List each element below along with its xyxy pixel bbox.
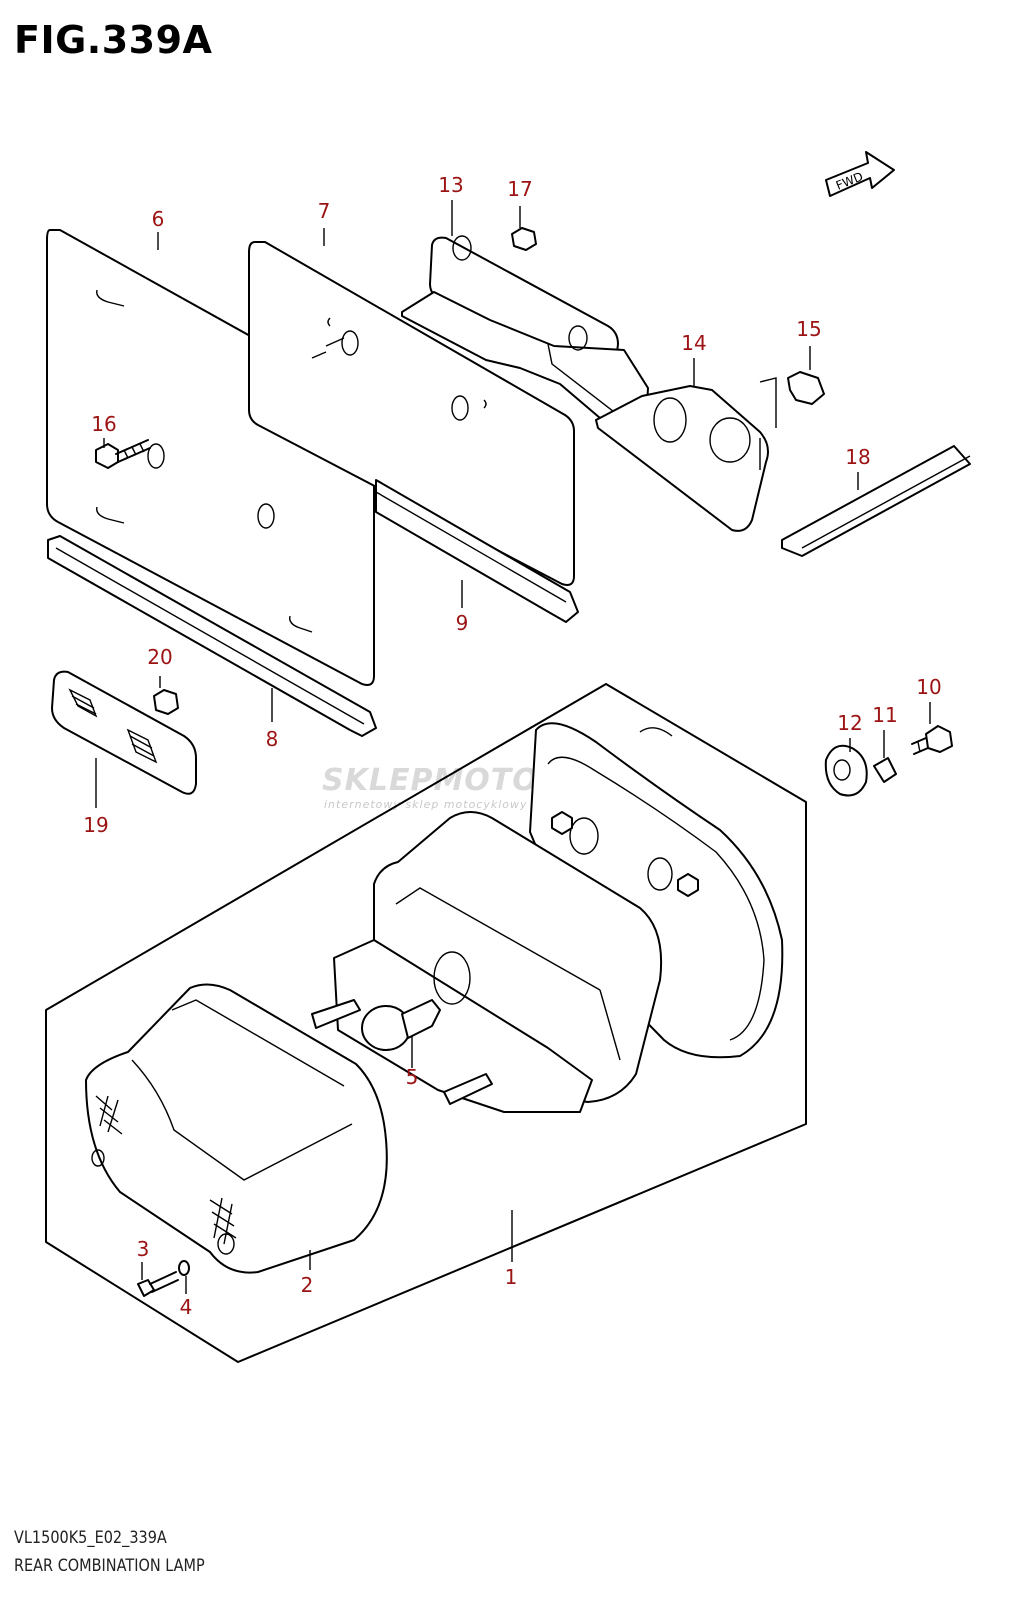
callout-6: 6: [152, 207, 165, 231]
part-15-bolt: [759, 371, 825, 470]
fwd-label: FWD: [834, 169, 865, 192]
part-7-bracket-plate: [248, 241, 575, 586]
callout-17: 17: [507, 177, 532, 201]
part-1-assembly-box: [45, 683, 807, 1363]
part-11-collar: [873, 757, 897, 783]
callout-1: 1: [505, 1265, 518, 1289]
callout-12: 12: [837, 711, 862, 735]
part-19-reflector: [51, 670, 197, 795]
callout-4: 4: [180, 1295, 193, 1319]
callout-19: 19: [83, 813, 108, 837]
callout-2: 2: [301, 1273, 314, 1297]
callout-9: 9: [456, 611, 469, 635]
part-9-edge-strip: [375, 479, 579, 623]
part-3-screw: [137, 1271, 179, 1297]
callout-10: 10: [916, 675, 941, 699]
part-17-nut: [511, 227, 537, 251]
model-code: VL1500K5_E02_339A: [14, 1528, 167, 1548]
figure-name: REAR COMBINATION LAMP: [14, 1556, 205, 1576]
callout-13: 13: [438, 173, 463, 197]
part-14-support-plate: [595, 385, 769, 532]
callout-5: 5: [406, 1065, 419, 1089]
callout-3: 3: [137, 1237, 150, 1261]
fwd-arrow-icon: FWD: [825, 151, 895, 197]
part-16-screw: [95, 439, 151, 469]
part-10-bolt: [911, 725, 953, 755]
part-12-grommet: [824, 744, 868, 797]
part-8-edge-strip: [47, 535, 377, 737]
lamp-housing: [311, 722, 784, 1113]
part-4-washer: [178, 1260, 190, 1276]
part-18-strip-pad: [781, 445, 971, 557]
watermark-tagline: internetowy sklep motocyklowy: [324, 798, 528, 811]
leader-lines: [95, 200, 931, 1294]
callout-11: 11: [872, 703, 897, 727]
callout-18: 18: [845, 445, 870, 469]
callout-20: 20: [147, 645, 172, 669]
callout-labels: 1 2 3 4 5 6 7 8 9 10 11 12 13 14 15 16 1…: [83, 173, 941, 1319]
callout-15: 15: [796, 317, 821, 341]
part-2-lens: [85, 983, 388, 1274]
callout-7: 7: [318, 199, 331, 223]
callout-14: 14: [681, 331, 706, 355]
callout-8: 8: [266, 727, 279, 751]
figure-title: FIG.339A: [14, 18, 213, 62]
part-20-small-nut: [153, 689, 179, 715]
callout-16: 16: [91, 412, 116, 436]
